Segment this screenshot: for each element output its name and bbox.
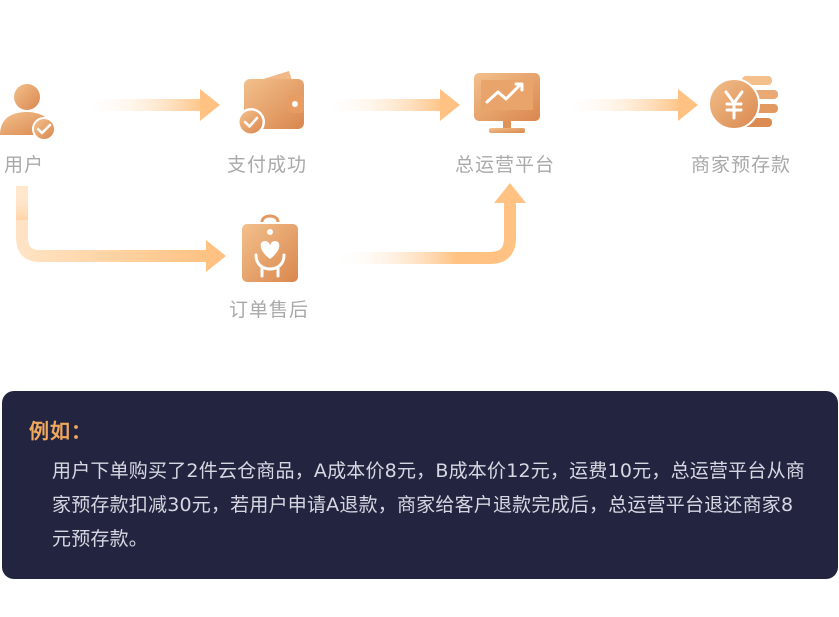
arrow-user-to-after-sale	[16, 180, 226, 272]
node-label-payment: 支付成功	[227, 154, 308, 176]
arrow-platform-to-merchant	[562, 89, 698, 121]
node-label-platform: 总运营平台	[455, 154, 556, 176]
arrow-payment-to-platform	[322, 89, 460, 121]
example-title: 例如：	[29, 419, 92, 443]
heart-hand-bag-icon	[242, 214, 298, 282]
user-check-icon	[0, 84, 56, 141]
example-panel: 例如： 用户下单购买了2件云仓商品，A成本价8元，B成本价12元，运费10元，总…	[2, 391, 838, 579]
monitor-trend-icon	[474, 73, 540, 133]
arrow-after-sale-to-platform	[332, 183, 526, 264]
flow-diagram-graphics	[0, 71, 778, 282]
node-label-merchant: 商家预存款	[691, 154, 792, 176]
node-label-user: 用户	[4, 154, 45, 176]
node-label-after-sale: 订单售后	[229, 299, 310, 321]
yen-coin-stack-icon	[708, 76, 778, 130]
arrow-user-to-payment	[82, 89, 220, 121]
wallet-check-icon	[237, 71, 304, 136]
flow-diagram: 用户 支付成功 总运营平台 商家预存款 订单售后	[0, 71, 792, 321]
example-text: 用户下单购买了2件云仓商品，A成本价8元，B成本价12元，运费10元，总运营平台…	[52, 460, 805, 550]
